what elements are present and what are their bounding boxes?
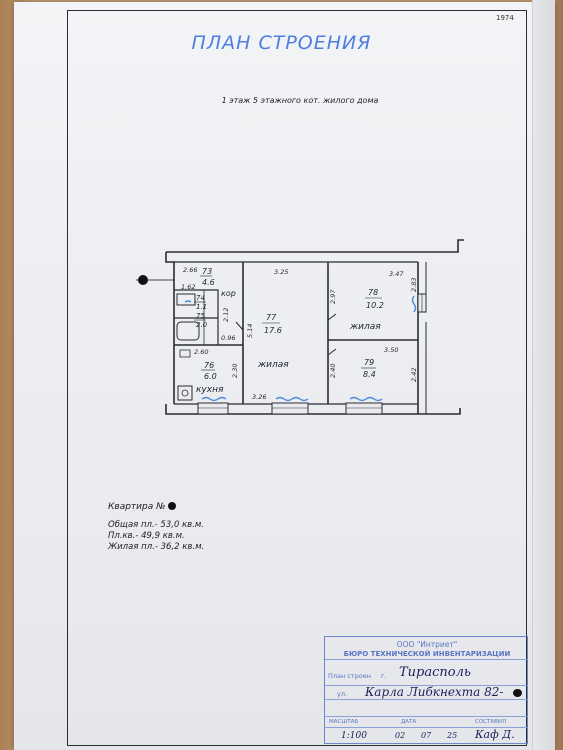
room-76-label: кухня xyxy=(196,385,224,395)
dim-2-97: 2.97 xyxy=(329,289,337,304)
stamp-street-label: ул. xyxy=(337,690,348,698)
door-78 xyxy=(327,313,337,321)
dim-3-47: 3.47 xyxy=(389,270,404,278)
room-76-area: 6.0 xyxy=(204,372,217,381)
dim-3-50: 3.50 xyxy=(384,346,398,354)
living-area: Жилая пл.- 36,2 кв.м. xyxy=(108,542,205,552)
sink-mark xyxy=(184,300,192,303)
room-79-number: 79 xyxy=(364,358,374,367)
redacted-mark xyxy=(168,502,177,510)
stamp-city-prefix: г. xyxy=(381,672,387,680)
dim-2-12: 2.12 xyxy=(222,308,230,322)
stove-fixture xyxy=(177,385,193,401)
drawing-frame xyxy=(67,10,527,746)
year-label: 1974 xyxy=(496,14,514,22)
stove-burner xyxy=(181,389,189,397)
dim-2-60: 2.60 xyxy=(194,348,208,356)
room-77-number: 77 xyxy=(266,313,277,322)
apartment-info: Квартира № Общая пл.- 53,0 кв.м. Пл.кв.-… xyxy=(108,502,204,553)
radiator-4 xyxy=(411,295,417,313)
room-78-number: 78 xyxy=(368,288,378,297)
page-title: ПЛАН СТРОЕНИЯ xyxy=(191,32,372,54)
stamp-day: 02 xyxy=(395,731,406,740)
room-79-area: 8.4 xyxy=(363,370,376,379)
room-77-label: жилая xyxy=(257,360,289,370)
stamp-org: ООО "Интриет" xyxy=(396,640,458,649)
room-78-label: жилая xyxy=(349,322,381,332)
stamp-bureau: БЮРО ТЕХНИЧЕСКОЙ ИНВЕНТАРИЗАЦИИ xyxy=(343,650,511,658)
dim-5-14: 5.14 xyxy=(246,324,254,338)
stamp-scale-label: МАСШТАБ xyxy=(329,719,359,725)
window-3 xyxy=(345,402,383,415)
stamp-month: 07 xyxy=(421,731,432,740)
stamp-date-label: ДАТА xyxy=(401,719,417,725)
paper-edge xyxy=(532,0,555,750)
dim-2-30: 2.30 xyxy=(231,364,239,378)
bti-stamp: ООО "Интриет" БЮРО ТЕХНИЧЕСКОЙ ИНВЕНТАРИ… xyxy=(324,636,528,744)
total-area: Общая пл.- 53,0 кв.м. xyxy=(108,520,205,530)
radiator-2 xyxy=(275,396,309,402)
stamp-author-label: СОСТАВИЛ xyxy=(475,719,507,725)
room-73-label: кор xyxy=(221,289,236,298)
page-subtitle: 1 этаж 5 этажного кот. жилого дома xyxy=(221,96,379,105)
room-75-number: 75 xyxy=(196,312,205,320)
kitchen-sink-fixture xyxy=(179,349,191,358)
stamp-city: Тирасполь xyxy=(399,665,471,680)
stamp-scale: 1:100 xyxy=(341,731,367,741)
room-74-area: 1.1 xyxy=(196,303,207,311)
dim-3-25: 3.25 xyxy=(274,268,288,276)
bath-walls xyxy=(174,289,219,345)
radiator-1 xyxy=(201,396,227,402)
radiator-3 xyxy=(349,396,383,402)
dim-2-40: 2.40 xyxy=(329,364,337,378)
bottom-wall xyxy=(165,404,461,415)
stamp-author: Каф Д. xyxy=(475,728,515,741)
room-73-number: 73 xyxy=(202,267,212,276)
apartment-title: Квартира № xyxy=(108,502,204,513)
bathtub-fixture xyxy=(176,321,200,341)
paper-sheet xyxy=(14,2,554,750)
room-76-number: 76 xyxy=(204,361,214,370)
stamp-plan-label: План строен xyxy=(328,672,372,680)
stamp-street: Карла Либкнехта 82- xyxy=(365,685,504,699)
dim-2-83: 2.83 xyxy=(410,278,418,292)
room-75-area: 2.0 xyxy=(196,321,208,329)
dim-1-62: 1.62 xyxy=(181,283,195,291)
redacted-mark-2 xyxy=(513,689,522,697)
top-wall xyxy=(166,239,464,253)
dim-2-42: 2.42 xyxy=(410,368,418,382)
window-1 xyxy=(197,402,229,415)
dim-3-26: 3.26 xyxy=(252,393,266,401)
room-73-area: 4.6 xyxy=(202,278,215,287)
door-77 xyxy=(235,321,244,331)
dim-2-66: 2.66 xyxy=(183,266,197,274)
stamp-year: 25 xyxy=(447,731,458,740)
window-2 xyxy=(271,402,309,415)
room-74-number: 74 xyxy=(196,294,205,302)
flat-area: Пл.кв.- 49,9 кв.м. xyxy=(108,531,185,541)
room-78-area: 10.2 xyxy=(366,301,384,310)
dim-0-96: 0.96 xyxy=(221,334,235,342)
left-wall xyxy=(165,252,175,404)
door-79 xyxy=(327,348,337,356)
room-77-area: 17.6 xyxy=(264,326,282,335)
sink-fixture xyxy=(176,293,196,306)
